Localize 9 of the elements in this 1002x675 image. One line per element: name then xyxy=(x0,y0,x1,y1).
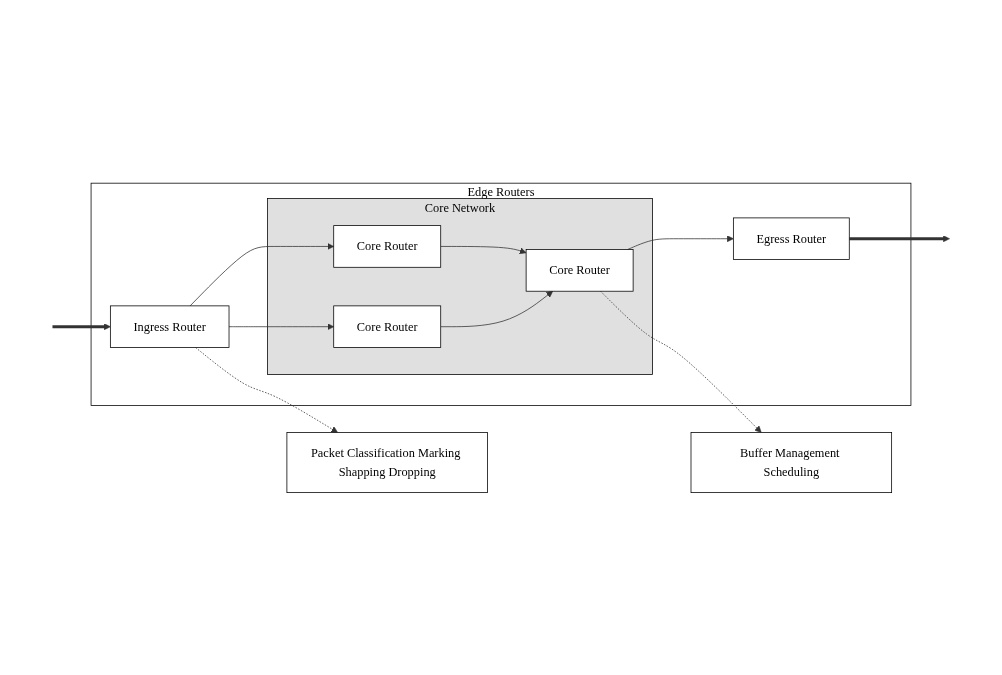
node-box: Packet Classification Marking Shapping Dropping xyxy=(286,431,488,493)
arrow xyxy=(52,322,111,330)
node-box: Core Router xyxy=(333,224,442,268)
node-box: Buffer Management Scheduling xyxy=(690,431,893,493)
node-box: Core Router xyxy=(333,305,442,348)
node-box: Core Router xyxy=(525,248,634,292)
node-box: Ingress Router xyxy=(109,305,230,348)
node-box: Egress Router xyxy=(732,217,850,260)
arrow xyxy=(849,234,950,242)
